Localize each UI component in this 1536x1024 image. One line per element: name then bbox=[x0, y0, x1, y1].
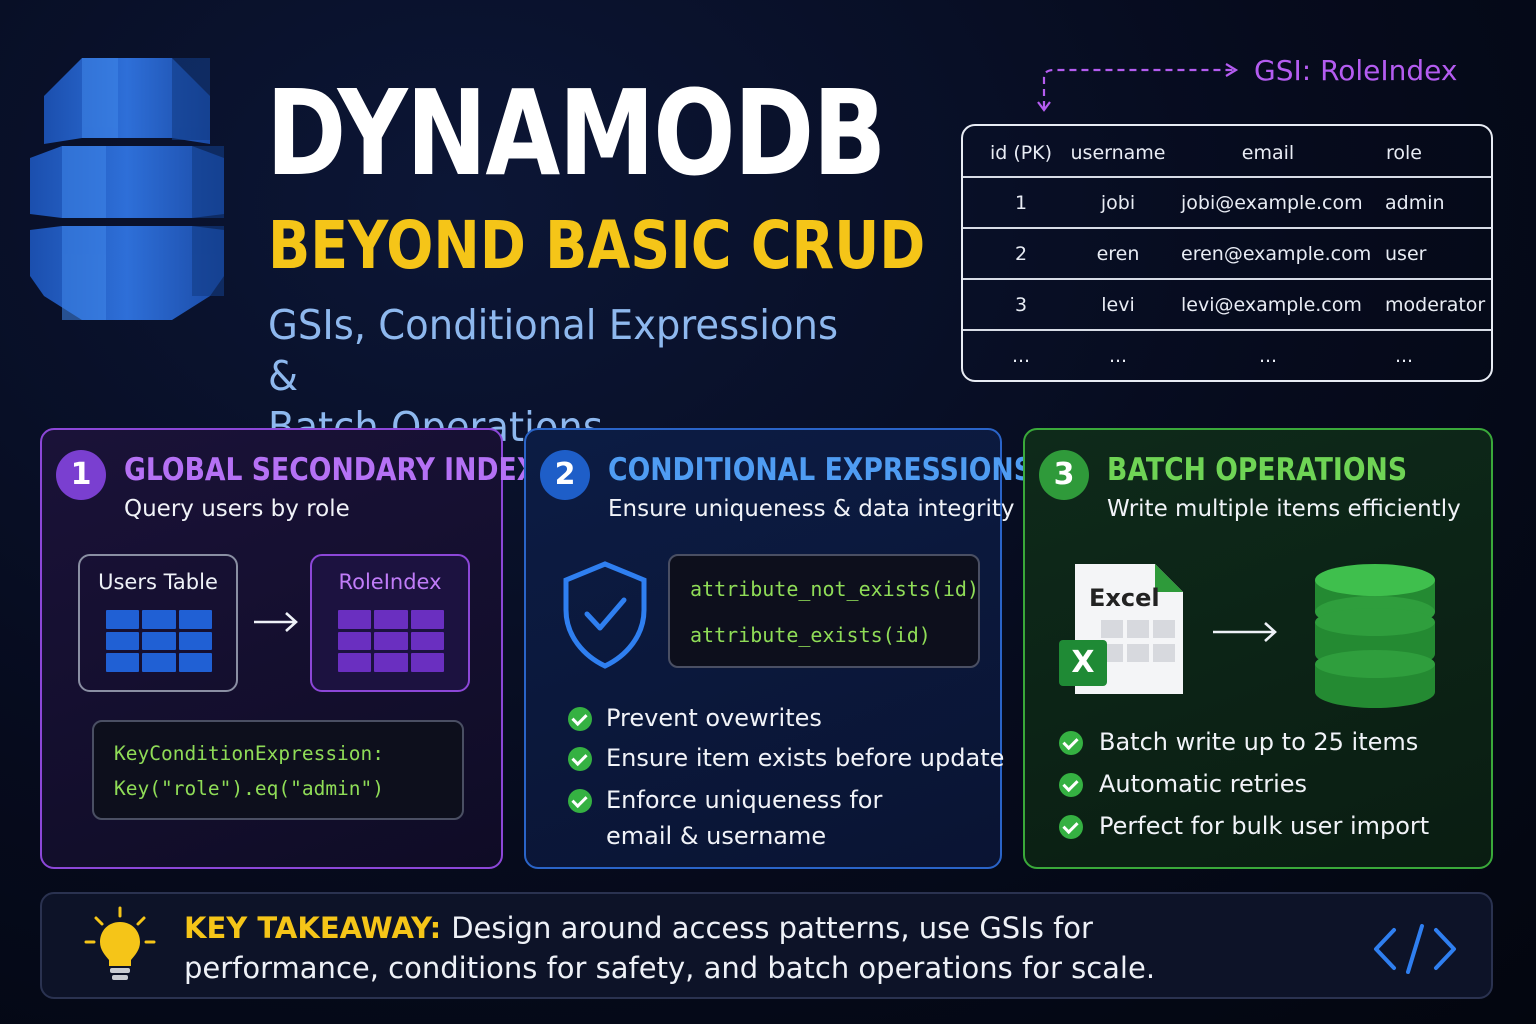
code-icon bbox=[1374, 924, 1456, 974]
check-icon bbox=[568, 707, 592, 731]
step-number-badge: 1 bbox=[56, 450, 106, 500]
panel-title: BATCH OPERATIONS bbox=[1107, 452, 1408, 488]
table-header-cell: username bbox=[1070, 142, 1166, 164]
key-takeaway-banner: KEY TAKEAWAY:Design around access patter… bbox=[40, 892, 1493, 999]
page-subtitle: BEYOND BASIC CRUD bbox=[268, 207, 926, 284]
condition-code: attribute_not_exists(id) attribute_exist… bbox=[668, 554, 980, 668]
table-cell: ... bbox=[1394, 345, 1414, 367]
panel-subtitle: Ensure uniqueness & data integrity bbox=[608, 496, 1015, 522]
check-icon bbox=[1059, 731, 1083, 755]
role-index-box: RoleIndex bbox=[310, 554, 470, 692]
panel-conditional-expressions: 2 CONDITIONAL EXPRESSIONS Ensure uniquen… bbox=[524, 428, 1033, 869]
table-cell: 2 bbox=[1014, 243, 1028, 265]
table-grid-icon bbox=[338, 610, 444, 672]
table-cell: ... bbox=[1011, 345, 1031, 367]
table-cell: ... bbox=[1108, 345, 1128, 367]
shield-check-icon bbox=[563, 561, 647, 669]
table-cell: user bbox=[1385, 243, 1427, 265]
table-row: 3 levi levi@example.com moderator bbox=[963, 278, 1491, 329]
excel-file-label: Excel bbox=[1089, 584, 1160, 612]
check-icon bbox=[568, 747, 592, 771]
key-condition-code: KeyConditionExpression: Key("role").eq("… bbox=[92, 720, 464, 820]
table-header-cell: email bbox=[1241, 142, 1295, 164]
database-icon bbox=[1315, 564, 1435, 708]
table-cell: ... bbox=[1258, 345, 1278, 367]
arrow-right-icon bbox=[254, 612, 298, 632]
panel-title: CONDITIONAL EXPRESSIONS bbox=[608, 452, 1033, 488]
key-takeaway-label: KEY TAKEAWAY: bbox=[184, 911, 442, 945]
code-line: attribute_exists(id) bbox=[690, 623, 931, 647]
gsi-arrow-icon bbox=[1037, 63, 1239, 112]
tagline-line-1: GSIs, Conditional Expressions & bbox=[268, 301, 839, 400]
code-line: KeyConditionExpression: bbox=[114, 742, 385, 765]
table-cell: jobi@example.com bbox=[1181, 192, 1363, 214]
panel-batch-operations: 3 BATCH OPERATIONS Write multiple items … bbox=[1023, 428, 1493, 869]
users-table-label: Users Table bbox=[98, 570, 218, 594]
role-index-label: RoleIndex bbox=[338, 570, 442, 594]
table-grid-icon bbox=[106, 610, 212, 672]
key-takeaway-text: KEY TAKEAWAY:Design around access patter… bbox=[184, 908, 1244, 988]
conditional-benefits-list: Prevent ovewrites Ensure item exists bef… bbox=[568, 704, 1004, 854]
table-cell: eren bbox=[1096, 243, 1140, 265]
code-line: attribute_not_exists(id) bbox=[690, 577, 979, 601]
panel-subtitle: Query users by role bbox=[124, 496, 350, 522]
table-cell: jobi bbox=[1100, 192, 1136, 214]
table-cell: moderator bbox=[1385, 294, 1486, 316]
table-header-cell: id (PK) bbox=[989, 142, 1053, 164]
batch-benefits-list: Batch write up to 25 items Automatic ret… bbox=[1059, 728, 1479, 848]
table-cell: 3 bbox=[1014, 294, 1028, 316]
table-cell: levi@example.com bbox=[1181, 294, 1362, 316]
page-title: DYNAMODB bbox=[266, 64, 886, 202]
table-cell: admin bbox=[1385, 192, 1445, 214]
arrow-right-icon bbox=[1213, 622, 1277, 642]
excel-file-icon: Excel X bbox=[1059, 560, 1189, 700]
users-table-box: Users Table bbox=[78, 554, 238, 692]
key-takeaway-body: Design around access patterns, use GSIs … bbox=[184, 911, 1156, 985]
check-icon bbox=[1059, 815, 1083, 839]
excel-badge: X bbox=[1059, 640, 1107, 686]
table-header-cell: role bbox=[1386, 142, 1422, 164]
panel-title: GLOBAL SECONDARY INDEX bbox=[124, 452, 538, 488]
gsi-table: id (PK) username email role 1 jobi jobi@… bbox=[961, 124, 1493, 382]
code-line: Key("role").eq("admin") bbox=[114, 777, 385, 800]
step-number-badge: 2 bbox=[540, 450, 590, 500]
table-row: 2 eren eren@example.com user bbox=[963, 227, 1491, 278]
step-number-badge: 3 bbox=[1039, 450, 1089, 500]
panel-subtitle: Write multiple items efficiently bbox=[1107, 496, 1461, 522]
table-row: 1 jobi jobi@example.com admin bbox=[963, 176, 1491, 227]
table-cell: levi bbox=[1101, 294, 1135, 316]
table-row: ... ... ... ... bbox=[963, 329, 1491, 380]
check-icon bbox=[568, 789, 592, 813]
table-cell: 1 bbox=[1014, 192, 1028, 214]
dynamodb-logo-icon bbox=[30, 58, 224, 320]
table-header-row: id (PK) username email role bbox=[963, 128, 1491, 179]
lightbulb-icon bbox=[84, 906, 156, 980]
panel-global-secondary-index: 1 GLOBAL SECONDARY INDEX Query users by … bbox=[40, 428, 537, 869]
table-cell: eren@example.com bbox=[1181, 243, 1372, 265]
gsi-label: GSI: RoleIndex bbox=[1254, 54, 1458, 87]
check-icon bbox=[1059, 773, 1083, 797]
